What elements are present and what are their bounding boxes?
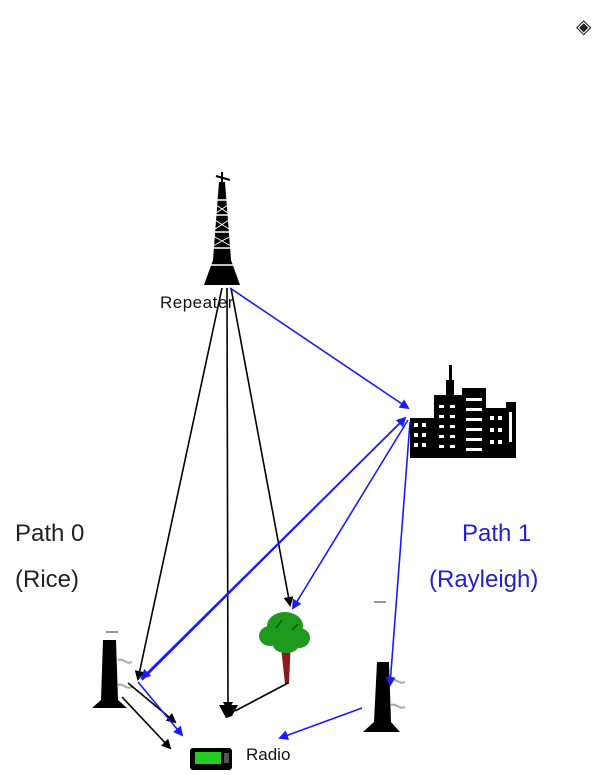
direct-path-to-tree [230,287,294,607]
left-tower-to-radio-blue-path [137,681,184,737]
radio-label: Radio [246,745,291,764]
left-tower-to-radio-path-2 [121,696,172,750]
left-tower-to-radio-path [127,682,177,724]
radio-device-icon [190,748,232,770]
path0-title: Path 0 [15,520,85,547]
repeater-tower-icon [204,172,240,285]
repeater-to-city-path [229,287,410,410]
city-buildings-icon [410,365,516,458]
path1-title: Path 1 [462,520,532,547]
ground-reflection-mark [219,705,238,718]
left-tower-to-city-path [141,416,407,681]
scatter-paths [137,287,411,740]
city-to-right-tower-path [385,421,411,687]
direct-path-to-ground [222,287,233,712]
tree-icon [259,612,310,684]
right-tower-icon [363,601,406,732]
repeater-label: Repeater [160,293,234,312]
right-tower-to-radio-path [278,707,363,740]
direct-path-to-left-tower [134,287,223,681]
left-tower-icon [92,631,133,708]
path0-subtitle: (Rice) [15,566,79,593]
direct-paths [121,287,294,750]
city-to-tree-path [291,419,409,610]
corner-marker-icon: ◈ [576,16,592,38]
path1-subtitle: (Rayleigh) [429,566,539,593]
tree-to-ground-path [234,682,289,712]
